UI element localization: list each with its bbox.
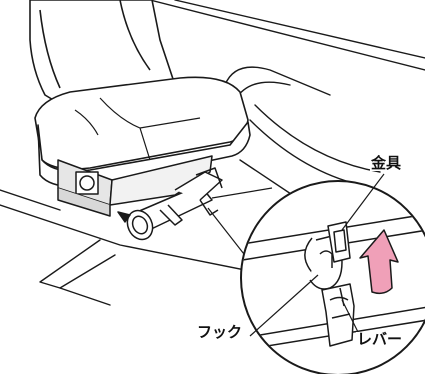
magnifier-circle: [240, 180, 425, 374]
vehicle-body-lines: [0, 0, 425, 306]
pull-up-arrow: [359, 229, 399, 295]
fitting-label: 金具: [370, 154, 403, 172]
lever-mechanism: [117, 167, 223, 241]
seat-base: [57, 155, 213, 217]
lever-label: レバー: [356, 330, 404, 348]
leader-lines: [249, 173, 385, 337]
hook-label: フック: [196, 323, 244, 341]
